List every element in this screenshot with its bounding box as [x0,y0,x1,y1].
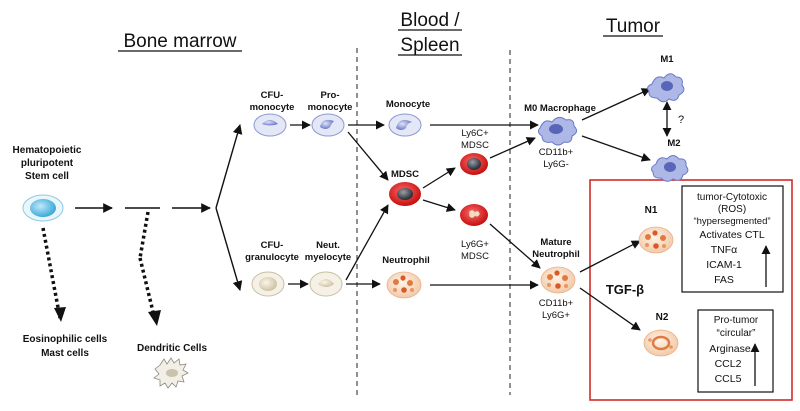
eosinophil-label-2: Mast cells [41,348,89,359]
tumor-frame [589,179,793,401]
arrow-myelocyte-to-mdsc [345,204,389,281]
dotted-to-eosinophil [41,227,62,319]
m0-macrophage-cell [537,116,578,146]
ly6g-label-2: MDSC [461,251,489,262]
section-bone-marrow: Bone marrow [124,31,237,52]
m1-cell [647,73,685,103]
n2-label: N2 [656,312,669,323]
stem-label-3: Stem cell [25,171,69,182]
m0-label: M0 Macrophage [524,103,596,114]
n2-box-line1: Pro-tumor [714,315,759,326]
n1-box-line1: tumor-Cytotoxic [697,192,767,203]
ly6g-label-1: Ly6G+ [461,239,489,250]
m0-marker-1: CD11b+ [539,147,574,158]
ly6c-mdsc-cell [460,153,488,175]
n2-box-line4: CCL2 [715,358,742,370]
stem-cell [22,194,64,222]
cfu-gran-label-2: granulocyte [245,252,299,263]
m2-cell [651,155,689,182]
ly6c-label-1: Ly6C+ [461,128,489,139]
m0-marker-2: Ly6G- [543,159,569,170]
n1-box-line7: FAS [714,274,734,286]
stem-label-2: pluripotent [21,158,74,169]
n1-label: N1 [645,205,658,216]
myelocyte-cell [309,271,343,297]
mature-neutrophil-cell [540,266,576,294]
ly6g-mdsc-cell [460,204,488,226]
arrow-ly6c-to-m0 [489,137,536,159]
dotted-to-dendritic-b [138,257,157,321]
n2-box-line2: “circular” [717,328,756,339]
tgf-beta-label: TGF-β [606,282,644,297]
n1-cell [638,226,674,254]
mature-label-2: Neutrophil [532,249,580,260]
section-blood-line2: Spleen [400,35,459,56]
stem-label-1: Hematopoietic [13,145,82,156]
m2-label: M2 [667,138,680,149]
cfu-monocyte-cell [253,113,287,137]
monocyte-label: Monocyte [386,99,430,110]
arrow-mdsc-to-ly6c [422,167,456,189]
m1-m2-question: ? [678,114,684,126]
arrow-promono-to-mdsc [347,131,389,181]
ly6c-label-2: MDSC [461,140,489,151]
n1-box-line6: ICAM-1 [706,259,742,271]
n1-box-line3: “hypersegmented” [693,216,770,227]
n1-box-line5: TNFα [711,244,737,256]
m1-label: M1 [660,54,674,65]
mdsc-label: MDSC [391,169,419,180]
myelocyte-label-1: Neut. [316,240,340,251]
n2-info-box [697,309,774,393]
section-tumor: Tumor [606,16,661,37]
n2-cell [643,329,679,357]
section-blood-line1: Blood / [400,10,460,31]
dotted-to-dendritic-a [138,211,150,259]
arrow-m0-to-m2 [581,135,651,162]
mature-label-1: Mature [540,237,571,248]
n2-box-line3: Arginase [709,343,751,355]
promonocyte-cell [311,113,345,137]
cfu-mono-label-1: CFU- [261,90,284,101]
cfu-mono-label-2: monocyte [250,102,295,113]
mature-marker-2: Ly6G+ [542,310,570,321]
arrow-mature-to-n2 [579,287,641,331]
arrow-mature-to-n1 [579,240,641,273]
arrow-mdsc-to-ly6g [422,199,456,212]
myelocyte-label-2: myelocyte [305,252,351,263]
arrow-ly6g-to-mature [489,223,541,269]
n1-box-line2: (ROS) [718,204,746,215]
monocyte-cell [388,113,422,137]
dendritic-label: Dendritic Cells [137,343,207,354]
n1-info-box [681,185,784,293]
dendritic-cell [153,357,189,389]
neutrophil-cell [386,271,422,299]
arrow-m0-to-m1 [581,88,651,121]
mdsc-cell [389,182,421,206]
arrow-branch-up [215,124,243,209]
promono-label-2: monocyte [308,102,353,113]
neutrophil-label: Neutrophil [382,255,430,266]
mature-marker-1: CD11b+ [539,298,574,309]
promono-label-1: Pro- [321,90,340,101]
cfu-granulocyte-cell [251,271,285,297]
eosinophil-label-1: Eosinophilic cells [23,334,108,345]
n1-box-line4: Activates CTL [699,229,765,241]
dotted-arrowhead-eosinophil [54,307,66,322]
cfu-gran-label-1: CFU- [261,240,284,251]
n2-box-line5: CCL5 [715,373,742,385]
arrow-branch-down [215,207,243,291]
dotted-arrowhead-dendritic [148,310,161,326]
